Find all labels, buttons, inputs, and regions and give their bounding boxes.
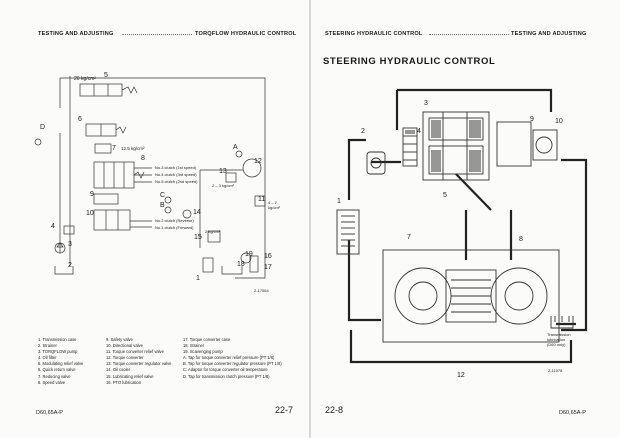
legend-item: 6. Quick return valve	[38, 367, 76, 373]
callout-4: 4	[417, 128, 421, 135]
component-label-10: 10	[86, 210, 94, 217]
component-label-8: 8	[141, 155, 145, 162]
legend-column-1: 1. Transmission case 2. Strainer 3. TORQ…	[38, 337, 83, 386]
pressure-label-12-5: 12.5 kg/cm²	[121, 146, 145, 151]
legend-item: 7. Reducing valve	[38, 373, 71, 379]
legend-item: 12. Torque converter	[106, 355, 144, 361]
callout-12: 12	[457, 372, 465, 379]
component-label-14: 14	[193, 209, 201, 216]
legend-item: 4. Oil filter	[38, 355, 57, 361]
component-label-5: 5	[104, 72, 108, 79]
right-manual-page: STEERING HYDRAULIC CONTROL TESTING AND A…	[311, 0, 620, 438]
left-header-rule	[122, 34, 192, 35]
component-label-12: 12	[254, 158, 262, 165]
callout-3: 3	[424, 100, 428, 107]
component-label-2: 2	[68, 262, 72, 269]
component-label-17: 17	[264, 264, 272, 271]
callout-7: 7	[407, 234, 411, 241]
legend-item: 5. Modulating relief valve	[38, 361, 84, 367]
callout-2: 2	[361, 128, 365, 135]
left-footer-model: D60,65A-P	[36, 410, 63, 416]
pressure-label-4-7: 4 – 7 kg/cm²	[268, 200, 280, 210]
component-label-7: 7	[112, 145, 116, 152]
component-label-3: 3	[68, 241, 72, 248]
callout-9: 9	[530, 116, 534, 123]
component-label-4: 4	[51, 223, 55, 230]
pressure-label-2-3: 2 – 3 kg/cm²	[212, 183, 235, 188]
component-label-19: 19	[245, 251, 253, 258]
transmission-lubrication-note: Transmission lubrication (D60 only)	[547, 332, 571, 347]
left-page-number: 22-7	[275, 405, 294, 415]
legend-item: 16. PTO lubrication	[106, 379, 141, 385]
component-label-6: 6	[78, 116, 82, 123]
component-label-13: 13	[219, 168, 227, 175]
legend-column-2: 9. Safety valve 10. Directional valve 11…	[106, 337, 171, 386]
legend-item: 2. Strainer	[38, 343, 57, 349]
legend-item: C. Adaptor for torque converter oil temp…	[183, 367, 268, 373]
component-label-9: 9	[90, 191, 94, 198]
legend-item: 19. Scavenging pump	[183, 349, 223, 355]
tap-label-d: D	[40, 124, 46, 131]
figure-reference-right: 2-11078	[548, 368, 563, 373]
tap-label-b: B	[160, 202, 165, 209]
right-header-rule	[429, 34, 509, 35]
callout-8: 8	[519, 236, 523, 243]
tap-label-a: A	[233, 144, 238, 151]
component-label-15: 15	[194, 234, 202, 241]
component-label-16: 16	[264, 253, 272, 260]
pressure-label-20: 20 kg/cm²	[74, 76, 96, 82]
figure-reference-left: 2-17064	[254, 288, 269, 293]
legend-item: 11. Torque converter relief valve	[106, 349, 164, 355]
clutch-label-2nd: No.5 clutch (2nd speed)	[155, 179, 198, 184]
component-label-1: 1	[196, 275, 200, 282]
clutch-label-reverse: No.2 clutch (Reverse)	[155, 218, 194, 223]
callout-1: 1	[337, 198, 341, 205]
book-gutter	[309, 0, 311, 438]
torqflow-hydraulic-schematic	[34, 76, 266, 279]
legend-column-3: 17. Torque converter case 18. Strainer 1…	[183, 337, 282, 380]
legend-item: 17. Torque converter case	[183, 337, 231, 342]
left-header-topic: TORQFLOW HYDRAULIC CONTROL	[195, 31, 297, 37]
legend-item: 15. Lubricating relief valve	[106, 373, 154, 379]
legend-item: B. Tap for torque converter regulator pr…	[183, 361, 282, 367]
legend-item: 8. Speed valve	[38, 379, 66, 385]
right-page-number: 22-8	[325, 405, 344, 415]
section-title: STEERING HYDRAULIC CONTROL	[323, 56, 496, 67]
clutch-label-forward: No.1 clutch (Forward)	[155, 225, 194, 230]
legend-item: 1. Transmission case	[38, 337, 77, 342]
clutch-label-3rd: No.4 clutch (3rd speed)	[155, 172, 197, 177]
component-label-18: 18	[237, 261, 245, 268]
legend-item: 18. Strainer	[183, 343, 205, 349]
pressure-label-2: 2 kg/cm²	[205, 229, 221, 234]
right-header-topic: TESTING AND ADJUSTING	[511, 31, 587, 37]
left-manual-page: TESTING AND ADJUSTING TORQFLOW HYDRAULIC…	[0, 0, 309, 438]
legend-item: 3. TORQFLOW pump	[38, 349, 78, 355]
right-footer-model: D60,65A-P	[559, 410, 586, 416]
legend-item: 9. Safety valve	[106, 337, 133, 342]
component-label-11: 11	[258, 196, 266, 203]
legend-item: 13. Torque converter regulator valve	[106, 361, 172, 367]
legend-item: D. Tap for transmission clutch pressure …	[183, 373, 270, 379]
legend-item: A. Tap for torque converter relief press…	[183, 355, 275, 361]
legend-item: 10. Directional valve	[106, 343, 143, 349]
legend-item: 14. Oil cooler	[106, 367, 131, 373]
clutch-label-1st: No.3 clutch (1st speed)	[155, 165, 197, 170]
steering-hydraulic-schematic	[336, 88, 588, 364]
tap-label-c: C	[160, 192, 166, 199]
callout-5: 5	[443, 192, 447, 199]
right-header-section: STEERING HYDRAULIC CONTROL	[325, 31, 423, 37]
callout-10: 10	[555, 118, 563, 125]
left-header-section: TESTING AND ADJUSTING	[38, 31, 114, 37]
